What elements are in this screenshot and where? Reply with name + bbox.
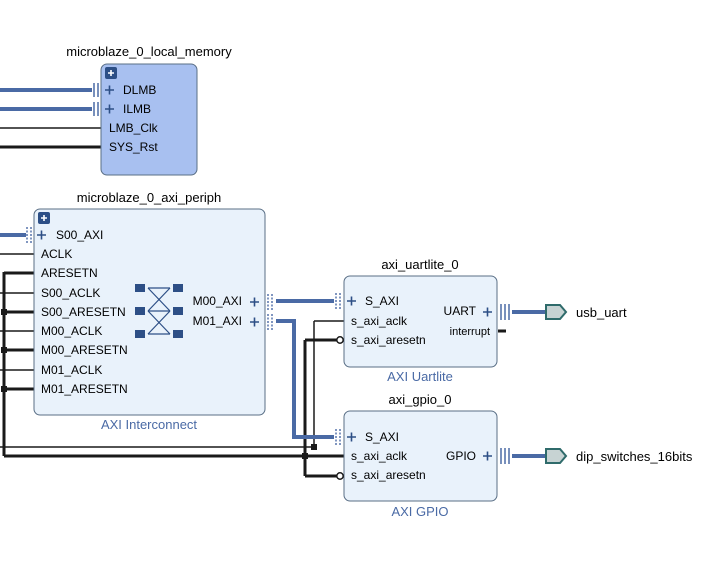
block-subtitle: AXI Interconnect (101, 417, 197, 432)
port-label: DLMB (123, 83, 156, 97)
junction (1, 347, 7, 353)
output-port-icon[interactable] (545, 304, 568, 320)
port-label: s_axi_aclk (351, 449, 408, 463)
port-label: M01_AXI (193, 314, 242, 328)
inverted-port-icon (336, 472, 344, 480)
bus-port-marker[interactable] (335, 293, 341, 309)
port-label: M01_ACLK (41, 363, 102, 377)
plus-icon[interactable] (483, 307, 492, 317)
block-axi-uartlite[interactable]: axi_uartlite_0 S_AXI s_axi_aclk s_axi_ar… (335, 257, 510, 384)
port-label: ILMB (123, 102, 151, 116)
bus-port-marker[interactable] (26, 227, 32, 243)
expand-icon[interactable] (38, 212, 50, 224)
port-label: S00_ACLK (41, 286, 100, 300)
port-label: interrupt (450, 326, 490, 338)
block-subtitle: AXI Uartlite (387, 369, 453, 384)
m01-axi-bus-wire[interactable] (276, 319, 334, 439)
port-label: S_AXI (365, 294, 399, 308)
port-label: ACLK (41, 247, 72, 261)
block-local-memory[interactable]: microblaze_0_local_memory DLMB ILMB LMB_… (66, 44, 232, 176)
crossbar-icon (135, 284, 183, 338)
port-label: SYS_Rst (109, 140, 158, 154)
bus-port-marker[interactable] (500, 448, 510, 464)
plus-icon[interactable] (105, 104, 114, 114)
port-label: M00_ARESETN (41, 343, 128, 357)
bus-port-marker[interactable] (93, 83, 99, 97)
junction (311, 444, 317, 450)
port-label: GPIO (446, 449, 476, 463)
bus-port-marker[interactable] (500, 304, 510, 320)
wires (0, 88, 546, 478)
junction (302, 453, 308, 459)
port-label: S_AXI (365, 430, 399, 444)
plus-icon[interactable] (37, 230, 46, 240)
block-axi-periph[interactable]: microblaze_0_axi_periph S00_AXI ACLK ARE… (26, 190, 273, 432)
block-subtitle: AXI GPIO (391, 504, 448, 519)
external-port-usb-uart[interactable]: usb_uart (545, 304, 627, 320)
junction (1, 309, 7, 315)
block-title: microblaze_0_local_memory (66, 44, 232, 59)
external-port-dip-switches[interactable]: dip_switches_16bits (545, 448, 693, 464)
output-port-icon[interactable] (545, 448, 568, 464)
port-label: S00_AXI (56, 228, 103, 242)
plus-icon[interactable] (250, 317, 259, 327)
port-label: UART (444, 304, 477, 318)
expand-icon[interactable] (105, 67, 117, 79)
block-body[interactable] (100, 63, 198, 176)
block-title: microblaze_0_axi_periph (77, 190, 222, 205)
bus-port-marker[interactable] (267, 314, 273, 330)
block-body[interactable] (343, 275, 498, 368)
bus-port-marker[interactable] (335, 429, 341, 445)
port-label: LMB_Clk (109, 121, 159, 135)
port-label: s_axi_aresetn (351, 333, 426, 347)
plus-icon[interactable] (250, 297, 259, 307)
plus-icon[interactable] (105, 85, 114, 95)
inverted-port-icon (336, 336, 344, 344)
port-label: s_axi_aresetn (351, 468, 426, 482)
plus-icon[interactable] (347, 296, 356, 306)
plus-icon[interactable] (347, 432, 356, 442)
plus-icon[interactable] (483, 451, 492, 461)
port-label: M00_AXI (193, 294, 242, 308)
port-label: M00_ACLK (41, 324, 102, 338)
junction (1, 386, 7, 392)
bus-port-marker[interactable] (93, 102, 99, 116)
port-label: s_axi_aclk (351, 314, 408, 328)
port-label: S00_ARESETN (41, 305, 126, 319)
external-port-label: dip_switches_16bits (576, 449, 693, 464)
bus-port-marker[interactable] (267, 294, 273, 310)
port-label: ARESETN (41, 266, 98, 280)
external-port-label: usb_uart (576, 305, 627, 320)
block-axi-gpio[interactable]: axi_gpio_0 S_AXI s_axi_aclk s_axi_areset… (335, 392, 510, 519)
port-label: M01_ARESETN (41, 382, 128, 396)
block-title: axi_gpio_0 (389, 392, 452, 407)
block-title: axi_uartlite_0 (381, 257, 458, 272)
block-body[interactable] (343, 410, 498, 502)
